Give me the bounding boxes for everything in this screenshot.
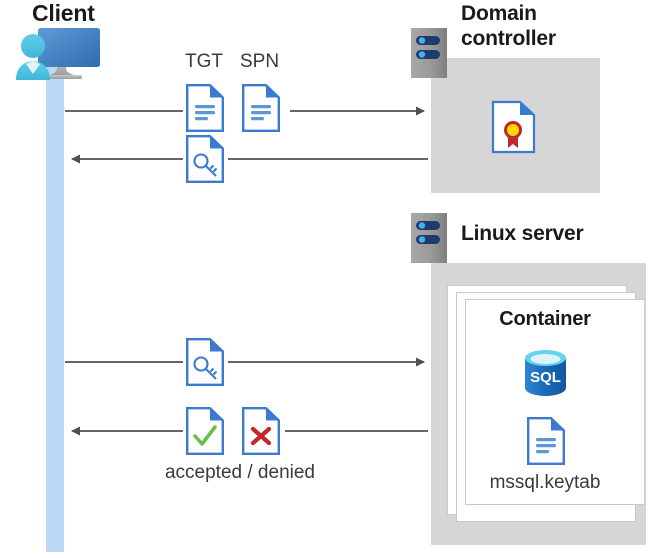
key-document-icon xyxy=(186,135,224,183)
tgt-label: TGT xyxy=(185,51,223,72)
sql-database-label: SQL xyxy=(530,369,561,386)
dc-label-line1: Domain xyxy=(461,2,537,25)
user-monitor-icon xyxy=(10,22,102,88)
spn-label: SPN xyxy=(240,51,280,72)
container-card-front xyxy=(465,299,645,505)
client-label: Client xyxy=(32,0,95,26)
keytab-filename-label: mssql.keytab xyxy=(489,472,601,493)
client-lifeline xyxy=(46,60,64,552)
sql-database-icon: SQL xyxy=(524,350,567,396)
document-icon xyxy=(527,417,565,465)
denied-document-icon xyxy=(242,407,280,455)
spn-document-icon xyxy=(242,84,280,132)
domain-controller-label: Domain controller xyxy=(461,1,641,51)
server-rack-icon xyxy=(411,28,447,78)
dc-label-line2: controller xyxy=(461,27,556,50)
container-label: Container xyxy=(499,308,591,330)
server-rack-icon xyxy=(411,213,447,263)
tgt-document-icon xyxy=(186,84,224,132)
accepted-document-icon xyxy=(186,407,224,455)
key-document-icon xyxy=(186,338,224,386)
linux-server-label: Linux server xyxy=(461,222,584,245)
certificate-document-icon xyxy=(491,100,536,154)
accepted-denied-caption: accepted / denied xyxy=(164,462,315,483)
